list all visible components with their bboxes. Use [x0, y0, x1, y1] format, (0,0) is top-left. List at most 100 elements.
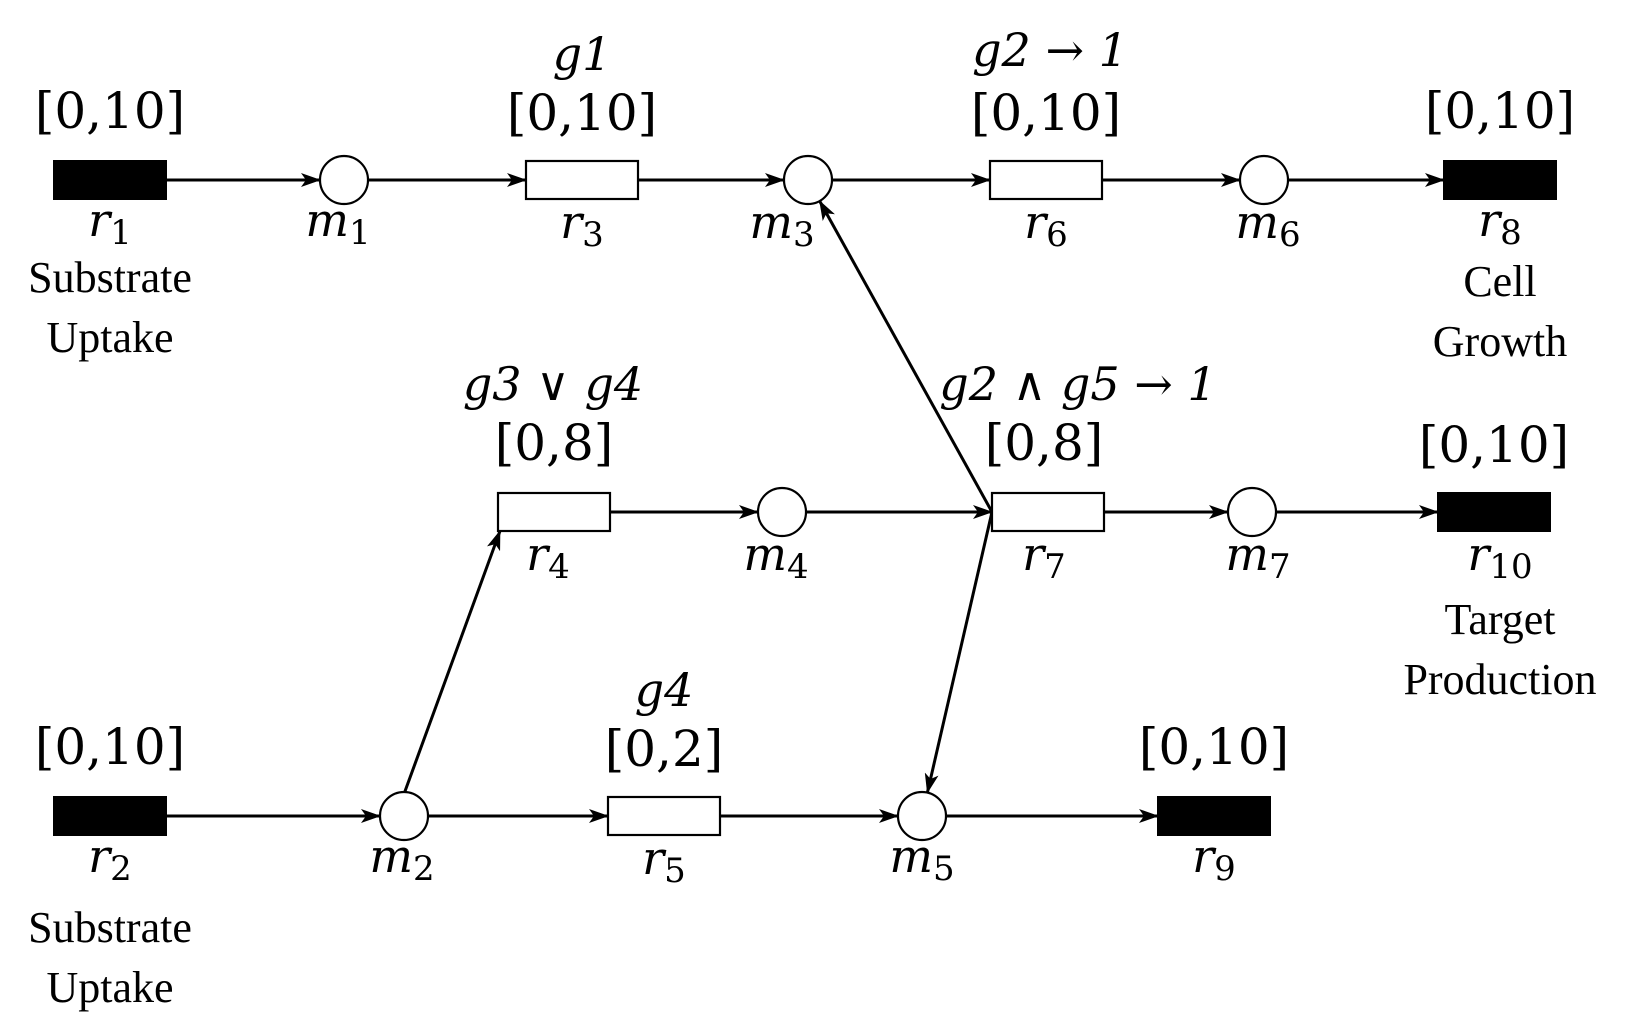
reaction-box-r7[interactable] — [990, 491, 1106, 533]
bounds-r1: [0,10] — [35, 82, 185, 140]
bounds-r8: [0,10] — [1425, 82, 1575, 140]
reaction-box-r3[interactable] — [524, 159, 640, 201]
metabolite-m6[interactable]: m6 — [1235, 195, 1300, 255]
desc-r1-line2: Uptake — [46, 313, 173, 362]
label-r1-id: r — [88, 193, 113, 247]
label-m3-id: m — [749, 195, 793, 249]
label-m4-id: m — [743, 527, 787, 581]
metabolite-m3[interactable]: m3 — [749, 195, 814, 255]
label-m6-sub: 6 — [1279, 215, 1301, 255]
label-r6-sub: 6 — [1046, 215, 1068, 255]
label-r2-id: r — [88, 829, 113, 883]
label-m2: m2 — [369, 829, 434, 889]
gene-rule-r4: g3 ∨ g4 — [463, 357, 643, 411]
label-r3-sub: 3 — [582, 215, 604, 255]
label-r2-sub: 2 — [110, 849, 132, 889]
label-r3-id: r — [560, 195, 585, 249]
edge-r7-to-m5 — [924, 511, 994, 794]
label-r4: r4 — [526, 527, 570, 587]
nodes-layer — [53, 154, 1557, 842]
metabolite-circle-m2[interactable] — [378, 790, 430, 842]
reaction-box-r10[interactable] — [1437, 492, 1551, 532]
desc-r1-line1: Substrate — [28, 253, 192, 302]
edges-layer — [166, 173, 1445, 823]
metabolite-m1[interactable]: m1 — [305, 193, 370, 253]
reaction-box-r9[interactable] — [1157, 796, 1271, 836]
gene-rule-r6: g2 → 1 — [972, 23, 1128, 77]
reaction-r10[interactable]: [0,10] r10 Target Production — [1403, 416, 1596, 704]
edge-m2-to-r4 — [402, 530, 502, 795]
label-m3: m3 — [749, 195, 814, 255]
reaction-box-r1[interactable] — [53, 160, 167, 200]
reaction-r2[interactable]: [0,10] r2 Substrate Uptake — [28, 718, 192, 1012]
edge-r7-to-m3 — [818, 200, 994, 513]
bounds-r10: [0,10] — [1419, 416, 1569, 474]
label-r9-id: r — [1192, 829, 1217, 883]
metabolite-circle-m4[interactable] — [756, 486, 808, 538]
label-r6: r6 — [1024, 195, 1068, 255]
label-m6-id: m — [1235, 195, 1279, 249]
label-r10-sub: 10 — [1489, 547, 1532, 587]
label-m6: m6 — [1235, 195, 1300, 255]
gene-rule-r5: g4 — [635, 663, 694, 717]
metabolite-circle-m6[interactable] — [1238, 154, 1290, 206]
label-r6-id: r — [1024, 195, 1049, 249]
label-r10: r10 — [1467, 527, 1532, 587]
reaction-r7[interactable]: g2 ∧ g5 → 1 [0,8] r7 — [939, 357, 1216, 587]
label-m4: m4 — [743, 527, 808, 587]
label-m2-sub: 2 — [413, 849, 435, 889]
metabolite-circle-m7[interactable] — [1226, 486, 1278, 538]
metabolite-circle-m3[interactable] — [782, 154, 834, 206]
reaction-r9[interactable]: [0,10] r9 — [1139, 718, 1289, 889]
reaction-r3[interactable]: g1 [0,10] r3 — [507, 27, 657, 255]
reaction-r8[interactable]: [0,10] r8 Cell Growth — [1425, 82, 1575, 366]
label-r8-sub: 8 — [1500, 213, 1522, 253]
label-m5-sub: 5 — [933, 849, 955, 889]
reaction-r1[interactable]: [0,10] r1 Substrate Uptake — [28, 82, 192, 362]
metabolite-m5[interactable]: m5 — [889, 829, 954, 889]
label-r5-sub: 5 — [664, 851, 686, 891]
label-r5: r5 — [642, 831, 686, 891]
label-r7: r7 — [1022, 527, 1066, 587]
label-r7-id: r — [1022, 527, 1047, 581]
reaction-box-r4[interactable] — [496, 491, 612, 533]
label-m7-sub: 7 — [1269, 547, 1291, 587]
bounds-r4: [0,8] — [495, 414, 614, 472]
label-m1-sub: 1 — [349, 213, 371, 253]
desc-r10-line2: Production — [1403, 655, 1596, 704]
metabolite-m7[interactable]: m7 — [1225, 527, 1290, 587]
label-r4-id: r — [526, 527, 551, 581]
metabolite-circle-m1[interactable] — [318, 154, 370, 206]
label-r3: r3 — [560, 195, 604, 255]
bounds-r2: [0,10] — [35, 718, 185, 776]
desc-r10-line1: Target — [1445, 595, 1556, 644]
reaction-r4[interactable]: g3 ∨ g4 [0,8] r4 — [463, 357, 643, 587]
bounds-r7: [0,8] — [985, 414, 1104, 472]
label-r9-sub: 9 — [1214, 849, 1236, 889]
bounds-r6: [0,10] — [971, 84, 1121, 142]
label-r7-sub: 7 — [1044, 547, 1066, 587]
metabolite-circle-m5[interactable] — [896, 790, 948, 842]
reaction-r5[interactable]: g4 [0,2] r5 — [605, 663, 724, 891]
label-m4-sub: 4 — [787, 547, 809, 587]
label-r2: r2 — [88, 829, 132, 889]
label-r8-id: r — [1478, 193, 1503, 247]
desc-r8-line2: Growth — [1433, 317, 1567, 366]
bounds-r3: [0,10] — [507, 84, 657, 142]
desc-r8-line1: Cell — [1463, 257, 1536, 306]
label-r1: r1 — [88, 193, 132, 253]
label-m7-id: m — [1225, 527, 1269, 581]
metabolite-m4[interactable]: m4 — [743, 527, 808, 587]
bounds-r9: [0,10] — [1139, 718, 1289, 776]
gene-rule-r7: g2 ∧ g5 → 1 — [939, 357, 1216, 411]
reaction-box-r2[interactable] — [53, 796, 167, 836]
bounds-r5: [0,2] — [605, 720, 724, 778]
reaction-r6[interactable]: g2 → 1 [0,10] r6 — [971, 23, 1128, 255]
reaction-box-r6[interactable] — [988, 159, 1104, 201]
reaction-box-r5[interactable] — [606, 795, 722, 837]
label-m5-id: m — [889, 829, 933, 883]
reaction-box-r8[interactable] — [1443, 160, 1557, 200]
label-r5-id: r — [642, 831, 667, 885]
gene-rule-r3: g1 — [553, 27, 612, 81]
metabolite-m2[interactable]: m2 — [369, 829, 434, 889]
